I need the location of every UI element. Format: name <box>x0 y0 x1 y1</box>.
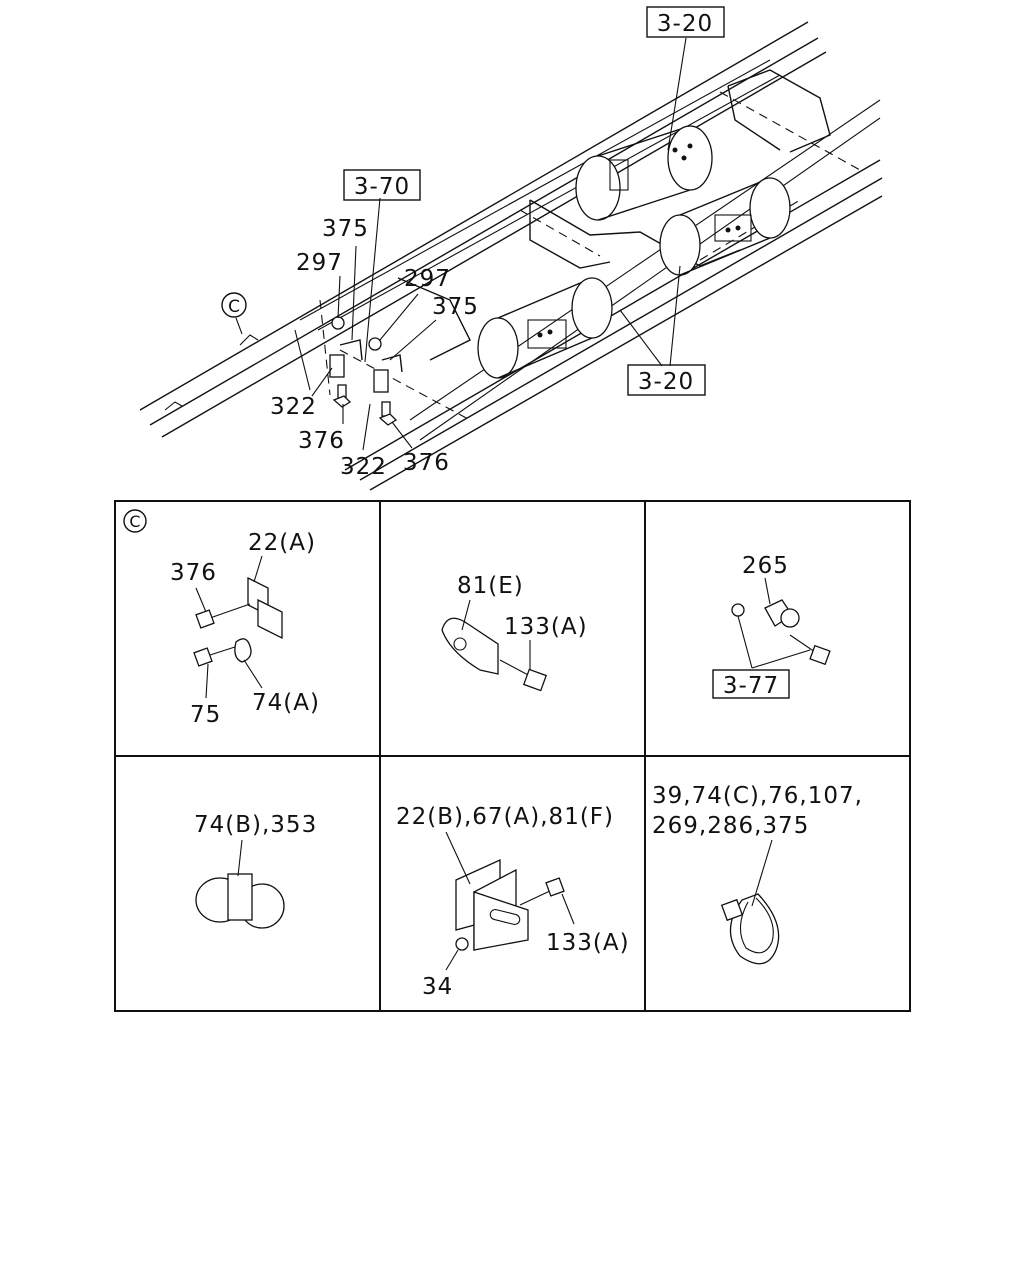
label-22b-67a-81f: 22(B),67(A),81(F) <box>396 804 614 830</box>
label-376-a: 376 <box>298 428 345 454</box>
ref-label-3-20-top: 3-20 <box>657 11 713 37</box>
label-376-b: 376 <box>403 450 450 476</box>
main-leader-lines <box>235 37 687 451</box>
label-75: 75 <box>190 702 221 728</box>
air-tank-lower-left <box>477 277 613 379</box>
detail-cell-81e: 81(E) 133(A) <box>441 573 588 692</box>
label-322-a: 322 <box>270 394 317 420</box>
label-375-b: 375 <box>432 294 479 320</box>
label-74b-353: 74(B),353 <box>194 812 317 838</box>
ref-box-3-77 <box>712 669 790 699</box>
ref-box-3-20-top <box>646 6 725 38</box>
label-297-a: 297 <box>296 250 343 276</box>
ref-box-3-70 <box>343 169 421 201</box>
ref-box-3-20-bottom <box>627 364 706 396</box>
label-22a: 22(A) <box>248 530 316 556</box>
label-297-b: 297 <box>404 266 451 292</box>
label-133a-b: 133(A) <box>546 930 630 956</box>
label-34: 34 <box>422 974 453 1000</box>
label-74a: 74(A) <box>252 690 320 716</box>
label-265: 265 <box>742 553 789 579</box>
air-tank-lower-right <box>659 177 791 276</box>
chassis-frame-drawing <box>139 21 883 491</box>
ref-label-3-20-bottom: 3-20 <box>638 369 694 395</box>
detail-grid <box>114 500 911 1012</box>
detail-cell-265: 265 3-77 <box>712 553 831 699</box>
callout-c-letter: C <box>228 297 240 317</box>
callout-c-circle <box>221 292 247 318</box>
ref-label-3-77: 3-77 <box>723 673 779 699</box>
detail-cell-22b: 22(B),67(A),81(F) 133(A) 34 <box>396 804 630 1000</box>
label-cable-tie-line1: 39,74(C),76,107, <box>652 783 863 809</box>
frame-brackets <box>329 316 403 426</box>
label-375-a: 375 <box>322 216 369 242</box>
detail-cell-c: C 22(A) 376 75 74(A) <box>123 509 320 728</box>
detail-cell-74b: 74(B),353 <box>194 812 317 929</box>
cell-c-letter: C <box>129 512 140 531</box>
label-322-b: 322 <box>340 454 387 480</box>
detail-cell-cable-tie: 39,74(C),76,107, 269,286,375 <box>652 783 863 965</box>
cell-c-circle <box>123 509 147 533</box>
label-81e: 81(E) <box>457 573 524 599</box>
label-133a-a: 133(A) <box>504 614 588 640</box>
label-376-c: 376 <box>170 560 217 586</box>
ref-label-3-70: 3-70 <box>354 174 410 200</box>
label-cable-tie-line2: 269,286,375 <box>652 813 809 839</box>
air-tank-upper <box>575 125 713 221</box>
